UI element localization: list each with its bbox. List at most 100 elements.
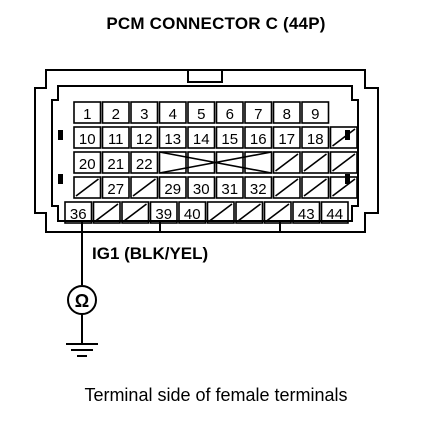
terminal-number: 2 <box>112 106 120 123</box>
terminal-cell <box>244 176 273 199</box>
unused-terminal-slash <box>209 203 233 222</box>
terminal-cell <box>329 151 358 174</box>
terminal-cell <box>101 101 130 124</box>
unused-terminal-slash <box>275 178 299 197</box>
terminal-cell <box>187 151 216 174</box>
terminal-number: 31 <box>221 181 238 198</box>
terminal-number: 3 <box>140 106 148 123</box>
terminal-number: 39 <box>155 206 172 223</box>
terminal-cell <box>320 201 349 224</box>
terminal-cell <box>329 126 358 149</box>
terminal-number: 10 <box>79 131 96 148</box>
terminal-cell <box>301 176 330 199</box>
connector-housing-inner <box>51 85 359 222</box>
terminal-number: 9 <box>311 106 319 123</box>
terminal-cell <box>178 201 207 224</box>
terminal-number: 1 <box>83 106 91 123</box>
terminal-cell <box>187 101 216 124</box>
terminal-cell <box>73 151 102 174</box>
unused-terminal-slash <box>332 153 356 172</box>
terminal-number: 5 <box>197 106 205 123</box>
terminal-cell <box>130 101 159 124</box>
connector-latch-bottom <box>159 222 281 233</box>
terminal-cell <box>73 101 102 124</box>
terminal-number: 22 <box>136 156 153 173</box>
terminal-cell <box>158 176 187 199</box>
terminal-cell <box>301 151 330 174</box>
lock-rib-left-1 <box>58 130 63 140</box>
unused-terminal-slash <box>237 203 261 222</box>
terminal-cell <box>149 201 178 224</box>
terminal-number: 17 <box>278 131 295 148</box>
lock-rib-left-2 <box>58 174 63 184</box>
terminal-cell <box>244 126 273 149</box>
terminal-cell <box>130 176 159 199</box>
terminal-cell <box>73 126 102 149</box>
terminal-cell <box>329 176 358 199</box>
terminal-number: 27 <box>107 181 124 198</box>
terminal-cell <box>244 101 273 124</box>
terminal-number: 7 <box>254 106 262 123</box>
unused-terminal-slash <box>332 178 356 197</box>
unused-terminal-slash <box>75 178 99 197</box>
terminal-number: 44 <box>326 206 343 223</box>
terminal-number: 20 <box>79 156 96 173</box>
terminal-cell <box>272 151 301 174</box>
terminal-cell <box>215 126 244 149</box>
terminal-number: 15 <box>221 131 238 148</box>
terminal-cell <box>64 201 93 224</box>
terminal-number: 29 <box>164 181 181 198</box>
terminal-cell <box>101 126 130 149</box>
terminal-number: 43 <box>298 206 315 223</box>
unused-terminal-slash <box>266 203 290 222</box>
terminal-cell <box>244 151 273 174</box>
terminal-number: 32 <box>250 181 267 198</box>
terminal-number: 6 <box>226 106 234 123</box>
terminal-cell <box>206 201 235 224</box>
terminal-cell <box>187 126 216 149</box>
terminal-number: 8 <box>283 106 291 123</box>
terminal-cell <box>215 176 244 199</box>
lock-rib-right-2 <box>345 174 350 184</box>
terminal-cell <box>292 201 321 224</box>
terminal-cell <box>301 101 330 124</box>
diagram-title: PCM CONNECTOR C (44P) <box>106 14 326 33</box>
terminal-cell <box>272 126 301 149</box>
terminal-number: 30 <box>193 181 210 198</box>
terminal-cell <box>301 126 330 149</box>
unused-terminal-slash <box>132 178 156 197</box>
diagram-caption: Terminal side of female terminals <box>84 385 348 405</box>
terminal-number: 13 <box>164 131 181 148</box>
terminal-cell <box>130 126 159 149</box>
terminal-cell <box>187 176 216 199</box>
terminal-cell <box>158 151 187 174</box>
terminal-cell <box>121 201 150 224</box>
terminal-cell <box>158 126 187 149</box>
terminal-cell <box>263 201 292 224</box>
terminal-cell <box>73 176 102 199</box>
connector-latch-top <box>187 70 223 83</box>
wire-label: IG1 (BLK/YEL) <box>92 244 209 263</box>
terminal-cell <box>130 151 159 174</box>
terminal-cell <box>101 151 130 174</box>
terminal-number: 11 <box>108 131 124 148</box>
terminal-number: 21 <box>107 156 124 173</box>
unused-terminal-slash <box>332 128 356 147</box>
unused-terminal-slash <box>303 153 327 172</box>
terminal-cell <box>235 201 264 224</box>
unused-terminal-slash <box>123 203 147 222</box>
terminal-number: 40 <box>184 206 201 223</box>
terminal-cell <box>215 101 244 124</box>
unused-terminal-slash <box>275 153 299 172</box>
terminal-cell <box>92 201 121 224</box>
unused-block-cross <box>159 151 272 174</box>
terminal-cell <box>158 101 187 124</box>
terminal-number: 12 <box>136 131 153 148</box>
terminal-number: 18 <box>307 131 324 148</box>
terminal-cell <box>272 176 301 199</box>
unused-terminal-slash <box>95 203 119 222</box>
terminal-number: 4 <box>169 106 177 123</box>
ohm-symbol-text: Ω <box>75 291 89 311</box>
